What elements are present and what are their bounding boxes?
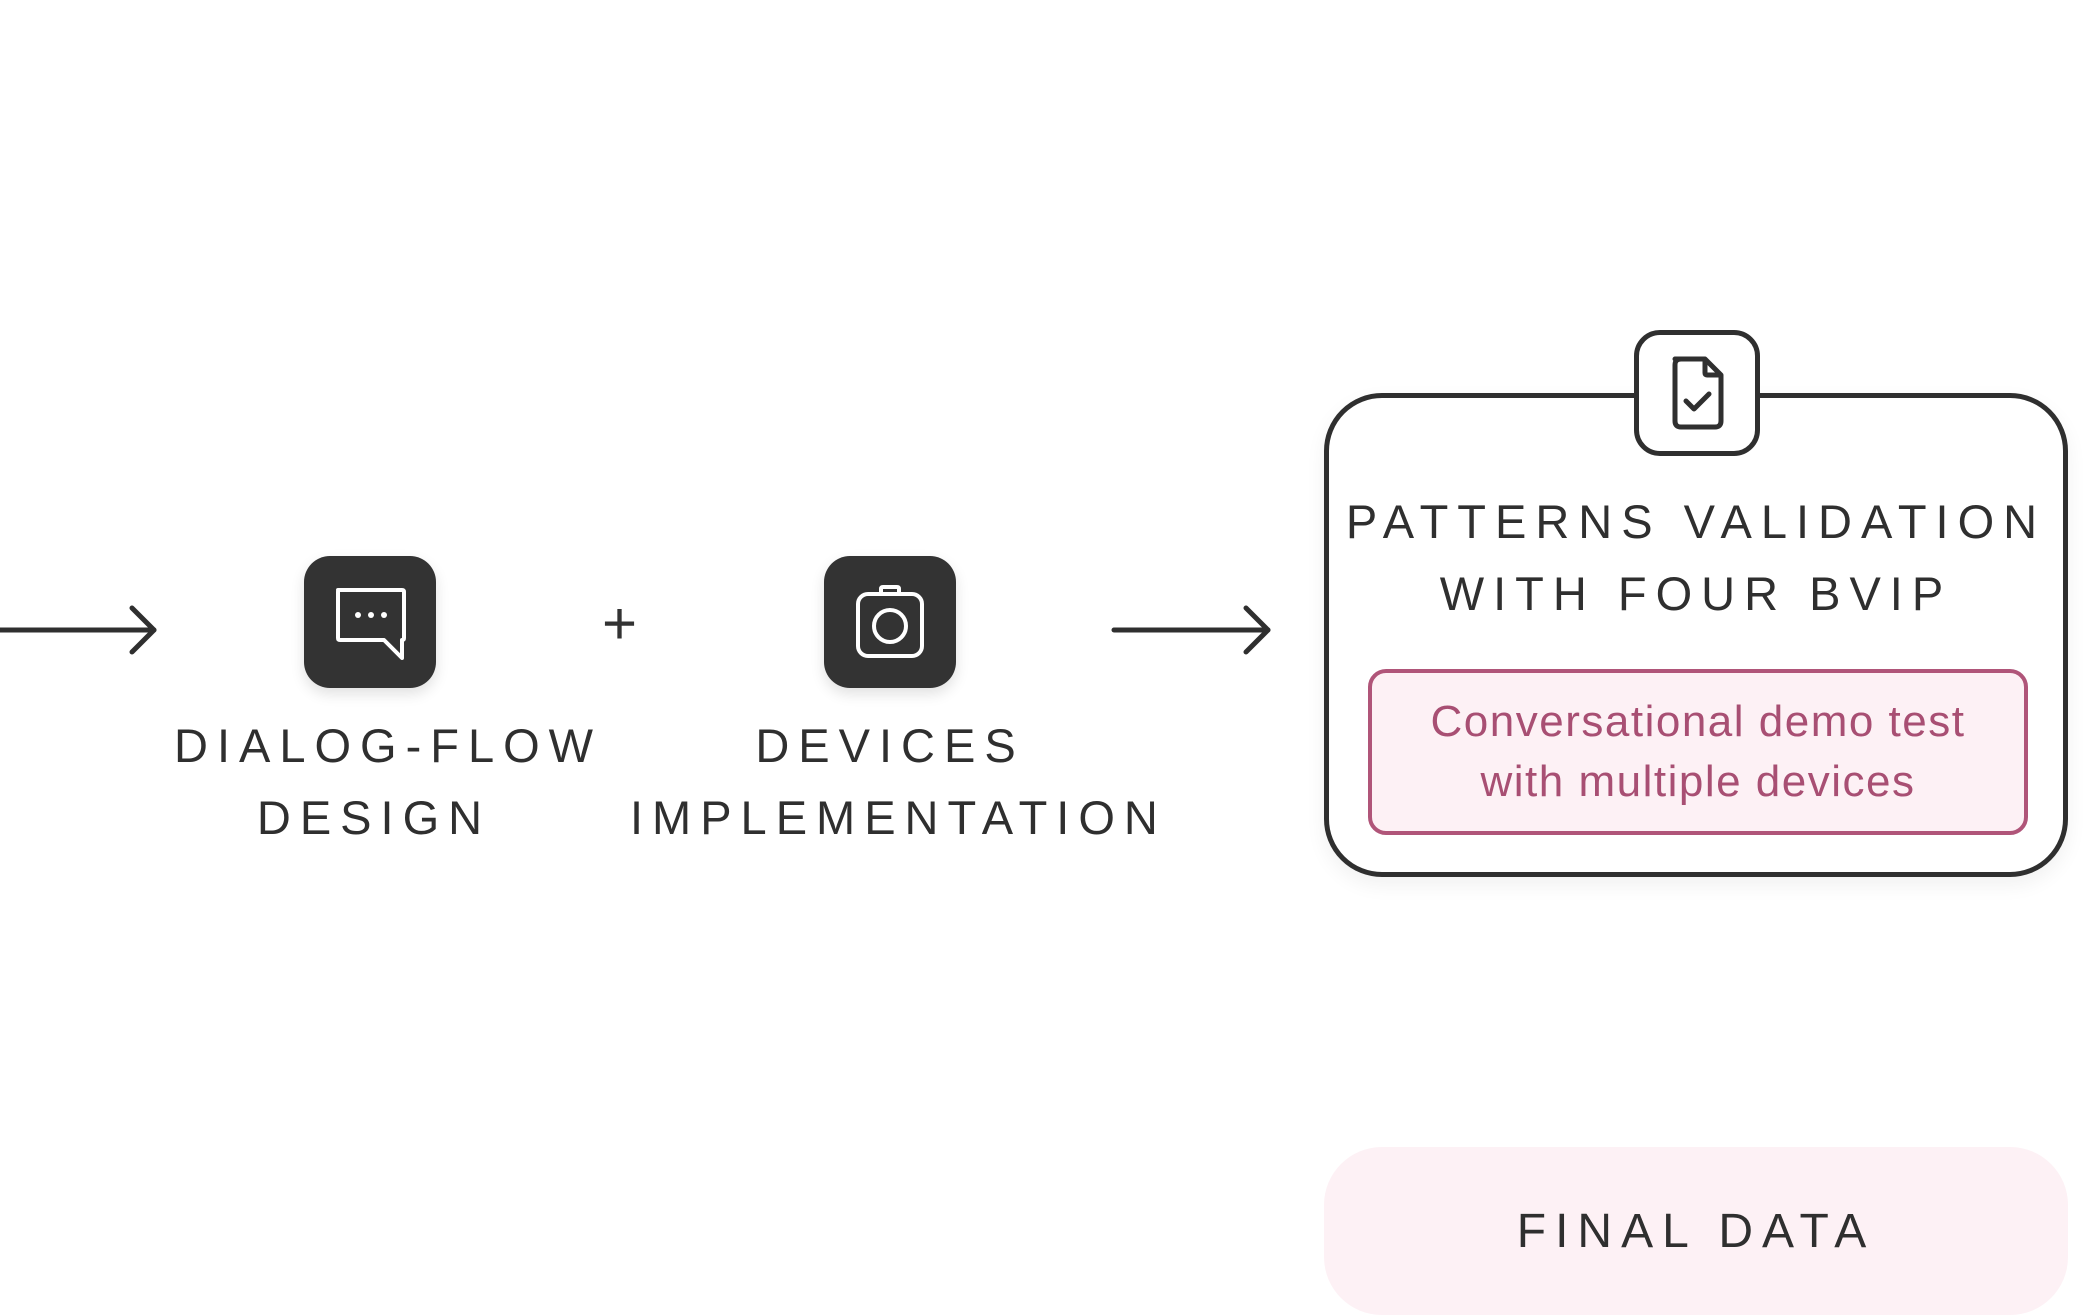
demo-note-line1: Conversational demo test — [1430, 697, 1966, 746]
dialog-flow-tile — [304, 556, 436, 688]
devices-label: DEVICES IMPLEMENTATION — [630, 710, 1167, 854]
devices-label-line1: DEVICES — [755, 719, 1025, 772]
demo-test-note: Conversational demo test with multiple d… — [1368, 669, 2028, 835]
validation-title-line1: PATTERNS VALIDATION — [1345, 495, 2047, 548]
plus-sign: + — [602, 590, 638, 657]
final-data-label: FINAL DATA — [1516, 1204, 1876, 1258]
dialog-flow-label-line2: DESIGN — [256, 791, 492, 844]
validation-title-line2: WITH FOUR BVIP — [1439, 567, 1953, 620]
devices-tile — [824, 556, 956, 688]
dialog-flow-label: DIALOG-FLOW DESIGN — [174, 710, 603, 854]
demo-note-line2: with multiple devices — [1480, 757, 1916, 806]
validation-icon-badge — [1634, 330, 1760, 456]
incoming-arrow — [0, 605, 157, 655]
camera-icon — [856, 585, 924, 658]
devices-label-line2: IMPLEMENTATION — [630, 791, 1167, 844]
final-data-box: FINAL DATA — [1324, 1147, 2068, 1315]
document-check-icon — [1672, 356, 1724, 430]
chat-bubble-icon — [336, 588, 406, 660]
validation-title: PATTERNS VALIDATION WITH FOUR BVIP — [1324, 486, 2068, 630]
dialog-flow-label-line1: DIALOG-FLOW — [174, 719, 603, 772]
validation-arrow — [1111, 605, 1271, 655]
